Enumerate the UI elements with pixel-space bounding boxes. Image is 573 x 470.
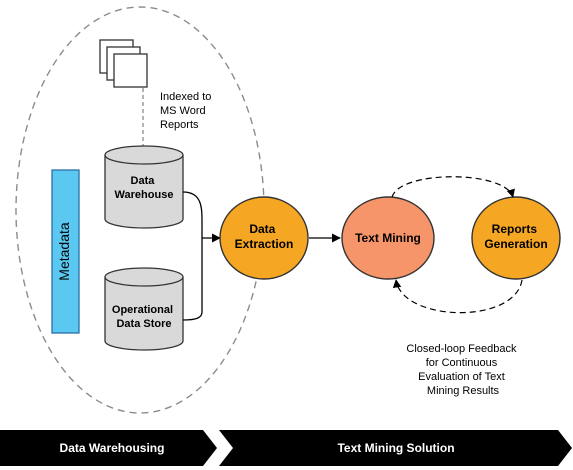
sources-merge-brace <box>182 191 203 321</box>
text-mining-label: Text Mining <box>355 231 421 245</box>
documents-note: Indexed to MS Word Reports <box>160 91 214 131</box>
data-warehouse-label: Data Warehouse <box>115 175 174 201</box>
feedback-loop-arrow <box>392 279 523 314</box>
metadata-label: Metadata <box>56 222 72 281</box>
metadata-bar <box>51 169 80 334</box>
reports-generation-node <box>471 196 561 280</box>
data-warehousing-phase-label: Data Warehousing <box>60 441 165 455</box>
reports-generation-label: Reports Generation <box>484 222 547 251</box>
text-mining-node <box>341 196 435 280</box>
documents-stack-icon <box>99 39 148 88</box>
data-extraction-label: Data Extraction <box>235 222 294 251</box>
text-mining-solution-phase-label: Text Mining Solution <box>337 441 454 455</box>
data-warehouse-cylinder <box>104 145 184 229</box>
operational-data-store-cylinder <box>104 267 184 351</box>
forward-loop-arrow <box>391 176 515 198</box>
operational-data-store-label: Operational Data Store <box>112 304 176 330</box>
data-warehousing-phase-arrow <box>0 430 217 466</box>
feedback-note: Closed-loop Feedback for Continuous Eval… <box>406 343 519 397</box>
text-mining-solution-phase-arrow <box>219 430 572 466</box>
data-extraction-node <box>219 196 309 280</box>
